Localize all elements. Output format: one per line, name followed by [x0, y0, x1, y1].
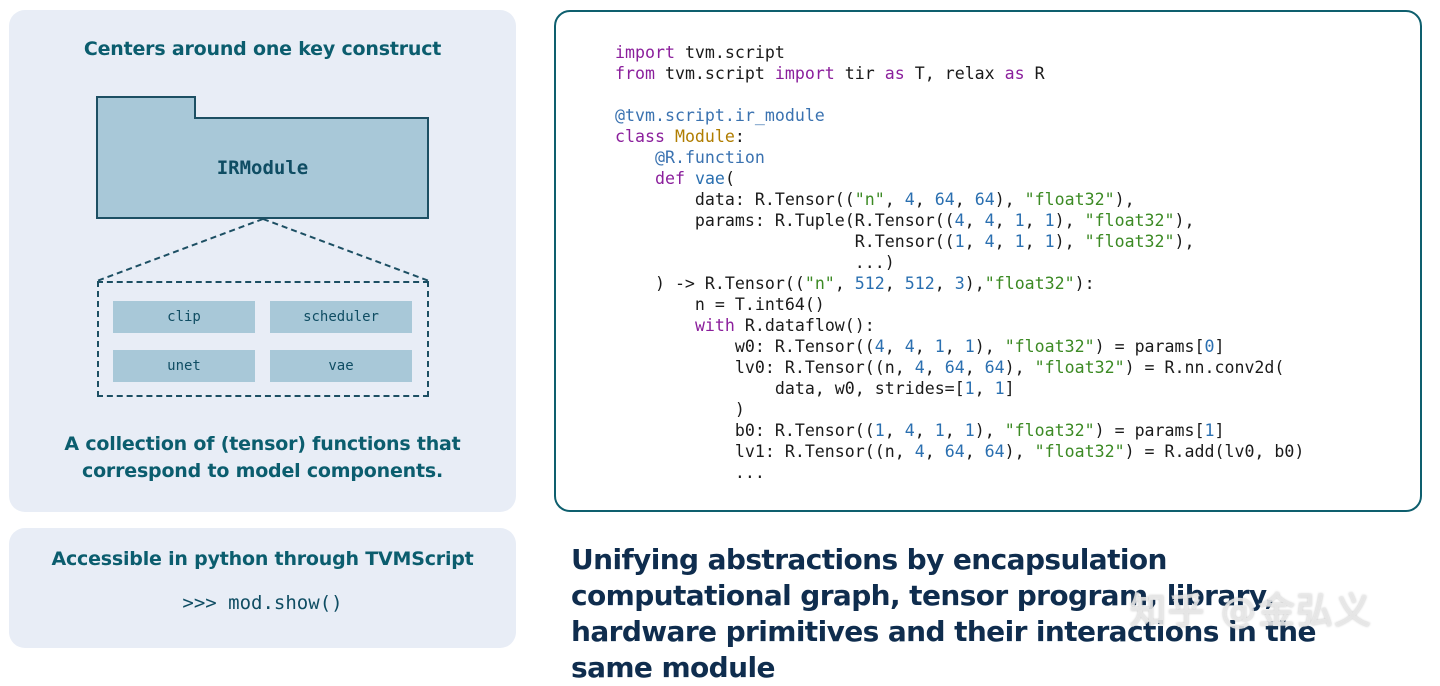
code-line: data: R.Tensor(("n", 4, 64, 64), "float3… [615, 190, 1135, 209]
function-chip-scheduler: scheduler [270, 301, 412, 333]
code-line: lv1: R.Tensor((n, 4, 64, 64), "float32")… [615, 442, 1305, 461]
collection-caption: A collection of (tensor) functions that … [64, 433, 461, 482]
code-line: data, w0, strides=[1, 1] [615, 379, 1015, 398]
repl-command: >>> mod.show() [182, 592, 343, 614]
code-line: class Module: [615, 127, 745, 146]
code-line: @tvm.script.ir_module [615, 106, 825, 125]
code-line: n = T.int64() [615, 295, 825, 314]
code-line: ... [615, 463, 765, 482]
watermark: 知乎 @金弘义 [1130, 591, 1373, 632]
code-line: @R.function [654, 148, 765, 167]
code-line: with R.dataflow(): [694, 316, 875, 335]
expansion-connector [96, 218, 430, 282]
code-line [615, 84, 1304, 105]
code-line: params: R.Tuple(R.Tensor((4, 4, 1, 1), "… [615, 211, 1195, 230]
function-chip-vae: vae [270, 350, 412, 382]
folder-tab-join [98, 114, 194, 120]
code-panel: import tvm.script from tvm.script import … [554, 10, 1422, 512]
code-line: ) [615, 400, 745, 419]
panel-heading: Centers around one key construct [83, 38, 442, 60]
code-line: from tvm.script import tir as T, relax a… [615, 64, 1045, 83]
irmodule-label: IRModule [216, 157, 309, 179]
code-line: lv0: R.Tensor((n, 4, 64, 64), "float32")… [615, 358, 1285, 377]
function-chip-clip: clip [113, 301, 255, 333]
code-line: w0: R.Tensor((4, 4, 1, 1), "float32") = … [615, 337, 1225, 356]
connector-line-right [262, 218, 430, 282]
code-line: R.Tensor((1, 4, 1, 1), "float32"), [615, 232, 1195, 251]
code-line: ) -> R.Tensor(("n", 512, 512, 3),"float3… [615, 274, 1095, 293]
function-chip-unet: unet [113, 350, 255, 382]
ir-module-panel: Centers around one key construct IRModul… [9, 10, 516, 512]
code-line: b0: R.Tensor((1, 4, 1, 1), "float32") = … [615, 421, 1225, 440]
tvmscript-code-block: import tvm.script from tvm.script import … [615, 42, 1304, 483]
irmodule-folder: IRModule [96, 117, 429, 219]
code-line: import tvm.script [615, 43, 785, 62]
connector-line-left [96, 218, 264, 282]
code-line: def vae( [654, 169, 735, 188]
tvmscript-heading: Accessible in python through TVMScript [51, 548, 474, 570]
function-collection-box [97, 281, 429, 397]
code-line: ...) [615, 253, 895, 272]
tvmscript-panel: Accessible in python through TVMScript >… [9, 528, 516, 648]
